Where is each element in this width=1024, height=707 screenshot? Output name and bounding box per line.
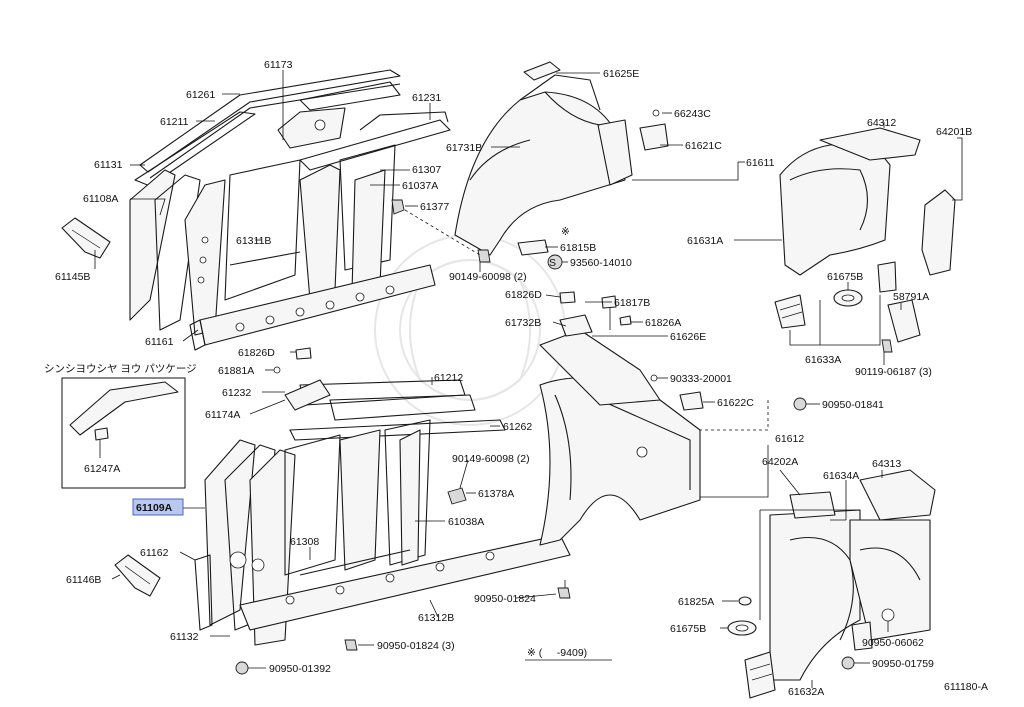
label-61173[interactable]: 61173 [264,59,293,71]
label-90149-60098-mid[interactable]: 90149-60098 (2) [452,453,530,465]
label-61132[interactable]: 61132 [170,631,199,643]
label-61212[interactable]: 61212 [434,372,463,384]
label-61131[interactable]: 61131 [94,159,123,171]
label-90950-01759[interactable]: 90950-01759 [872,658,934,670]
label-61732b[interactable]: 61732B [505,317,541,329]
label-61731b[interactable]: 61731B [446,142,482,154]
label-61378a[interactable]: 61378A [478,488,514,500]
bolt-61377 [391,199,405,215]
label-90149-60098-top[interactable]: 90149-60098 (2) [449,271,527,283]
package-label: シンシヨウシヤ ヨウ パツケージ [44,363,197,375]
label-61146b[interactable]: 61146B [66,574,101,586]
label-61109a[interactable]: 61109A [136,502,173,514]
label-61881a[interactable]: 61881A [218,365,254,377]
range-note: ※ ( -9409) [527,647,587,659]
label-66243c[interactable]: 66243C [674,108,711,120]
label-61231[interactable]: 61231 [412,92,441,104]
label-61261[interactable]: 61261 [186,89,215,101]
label-61037a[interactable]: 61037A [402,180,438,192]
wheel-house-upper [774,127,956,353]
label-90950-01824-3[interactable]: 90950-01824 (3) [377,640,455,652]
label-61826d-top[interactable]: 61826D [505,289,542,301]
label-61621c[interactable]: 61621C [685,140,722,152]
label-90950-01392[interactable]: 90950-01392 [269,663,331,675]
label-61633a[interactable]: 61633A [805,354,841,366]
label-64312[interactable]: 64312 [867,117,896,129]
label-64201b[interactable]: 64201B [936,126,972,138]
diagram-id: 611180-A [944,681,988,693]
label-61038a[interactable]: 61038A [448,516,484,528]
label-61377[interactable]: 61377 [420,201,449,213]
upper-left-side-panel [129,69,451,351]
label-61262[interactable]: 61262 [503,421,532,433]
label-61631a[interactable]: 61631A [687,235,723,247]
leader-lines [94,70,963,688]
label-90333-20001[interactable]: 90333-20001 [670,373,732,385]
label-90950-01824[interactable]: 90950-01824 [474,593,536,605]
label-61174a[interactable]: 61174A [205,409,240,421]
label-61632a[interactable]: 61632A [788,686,824,698]
label-61311b[interactable]: 61311B [236,235,271,247]
package-box [61,377,186,489]
label-90950-01841[interactable]: 90950-01841 [822,399,884,411]
label-61612[interactable]: 61612 [775,433,804,445]
part-labels: 61173 61261 61211 61231 61131 61307 6103… [44,59,988,698]
label-90119-06187[interactable]: 90119-06187 (3) [855,366,932,378]
label-61308[interactable]: 61308 [290,536,319,548]
label-61247a[interactable]: 61247A [84,463,120,475]
label-61145b[interactable]: 61145B [55,271,90,283]
label-64202a[interactable]: 64202A [762,456,798,468]
label-61675b-top[interactable]: 61675B [827,271,863,283]
label-61161[interactable]: 61161 [145,336,174,348]
rear-quarter-61612 [273,291,807,599]
label-61825a[interactable]: 61825A [678,596,714,608]
label-61625e[interactable]: 61625E [603,68,639,80]
bracket-61146b [114,554,161,597]
svg-text:S: S [549,257,556,269]
label-61817b[interactable]: 61817B [614,297,650,309]
label-61826d-mid[interactable]: 61826D [238,347,275,359]
label-61815b[interactable]: 61815B [560,242,596,254]
label-64313[interactable]: 64313 [872,458,901,470]
label-61232[interactable]: 61232 [222,387,251,399]
label-93560-14010[interactable]: 93560-14010 [570,257,632,269]
label-61675b-bot[interactable]: 61675B [670,623,706,635]
label-61611[interactable]: 61611 [746,157,775,169]
label-61162[interactable]: 61162 [140,547,169,559]
label-61626e[interactable]: 61626E [670,331,706,343]
rear-quarter-61611: S [454,61,669,270]
label-90950-06062[interactable]: 90950-06062 [862,637,924,649]
label-61211[interactable]: 61211 [160,116,189,128]
label-61307[interactable]: 61307 [412,164,441,176]
label-58791a[interactable]: 58791A [893,291,929,303]
label-61634a[interactable]: 61634A [823,470,859,482]
highlight-box [132,498,184,516]
lower-left-side-panel [194,379,571,675]
wheel-house-lower [727,469,936,699]
bracket-61145b [61,217,111,259]
label-61312b[interactable]: 61312B [418,612,454,624]
label-61622c[interactable]: 61622C [717,397,754,409]
label-61826a[interactable]: 61826A [645,317,681,329]
star-mark-top: ※ [561,226,570,238]
label-61108a[interactable]: 61108A [83,193,118,205]
